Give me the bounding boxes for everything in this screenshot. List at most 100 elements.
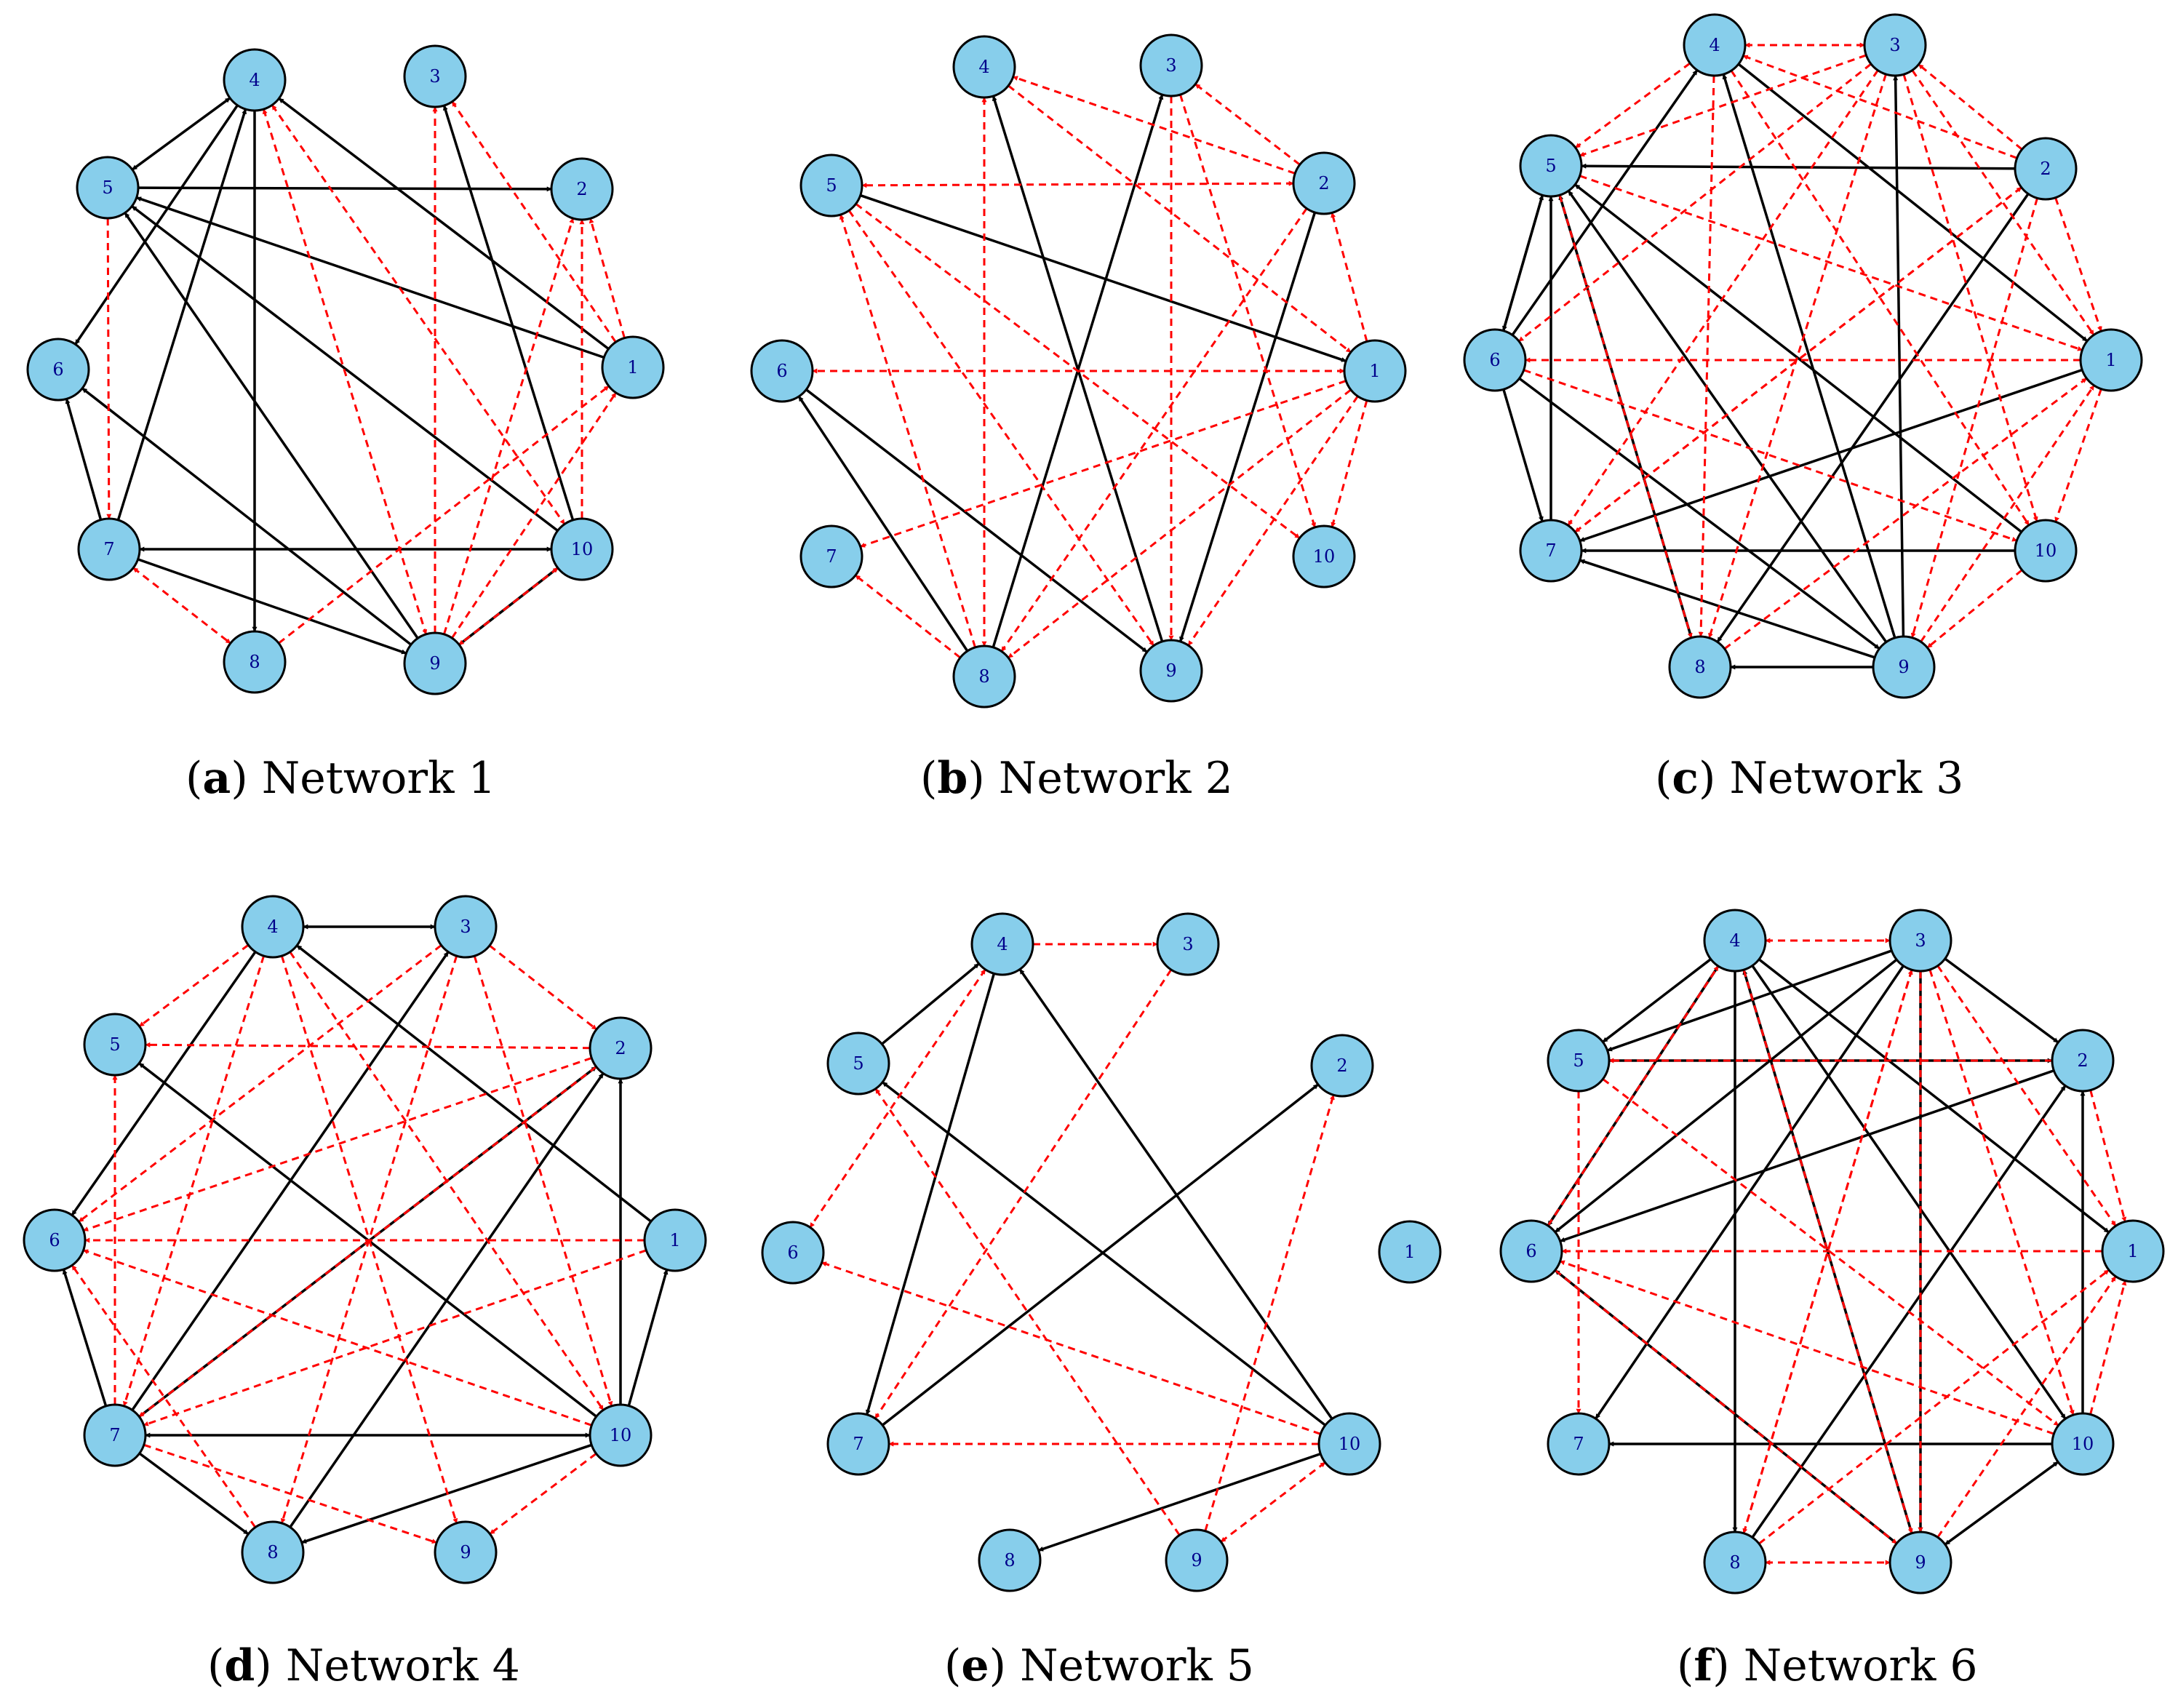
- node-label-8: 8: [267, 1542, 278, 1563]
- node-10: [550, 517, 614, 581]
- dashed-edge-5-10: [1602, 1078, 2059, 1426]
- node-label-2: 2: [615, 1038, 626, 1058]
- node-label-8: 8: [978, 666, 989, 687]
- dashed-edge-4-5: [138, 943, 250, 1028]
- node-2: [2051, 1029, 2115, 1093]
- node-label-8: 8: [1004, 1550, 1015, 1571]
- node-label-10: 10: [2072, 1434, 2094, 1454]
- dashed-edge-2-4: [1013, 76, 1296, 175]
- node-3: [1888, 909, 1952, 973]
- node-10: [1292, 524, 1356, 588]
- dashed-edge-9-1: [1920, 384, 2095, 643]
- node-label-9: 9: [1898, 657, 1909, 677]
- node-label-10: 10: [571, 539, 594, 559]
- dashed-edge-1-7: [860, 380, 1347, 548]
- node-label-6: 6: [787, 1242, 798, 1263]
- solid-edge-3-5: [1606, 949, 1892, 1052]
- node-label-1: 1: [669, 1230, 680, 1250]
- dashed-edge-4-6: [809, 968, 986, 1229]
- solid-edge-4-10: [1751, 965, 2067, 1420]
- node-label-6: 6: [49, 1230, 60, 1250]
- node-8: [952, 645, 1016, 709]
- node-6: [26, 338, 90, 402]
- solid-edge-5-1: [860, 193, 1347, 363]
- solid-edge-9-7: [1579, 559, 1875, 659]
- node-label-1: 1: [1369, 361, 1380, 381]
- dashed-edge-10-6: [83, 1249, 592, 1426]
- dashed-edge-1-10: [2054, 388, 2102, 522]
- node-label-7: 7: [103, 539, 114, 559]
- node-1: [601, 335, 665, 399]
- dashed-edge-4-8: [1698, 75, 1715, 637]
- solid-edge-9-3: [1893, 75, 1905, 637]
- dashed-edge-3-6: [1518, 63, 1872, 343]
- dashed-edge-8-6: [71, 1264, 257, 1528]
- solid-edge-8-6: [797, 396, 969, 652]
- caption-b: (b) Network 2: [920, 753, 1233, 804]
- node-5: [1547, 1029, 1611, 1093]
- solid-edge-5-4: [131, 97, 231, 171]
- dashed-edge-1-3: [451, 100, 617, 343]
- dashed-edge-2-3: [1194, 83, 1301, 166]
- solid-edge-5-4: [881, 962, 980, 1045]
- node-label-3: 3: [1182, 934, 1193, 954]
- node-6: [1499, 1219, 1563, 1283]
- dashed-edge-3-1: [1911, 69, 2095, 336]
- solid-edge-2-6: [1560, 1069, 2054, 1242]
- node-7: [1547, 1412, 1611, 1476]
- node-2: [2014, 137, 2078, 201]
- dashed-edge-9-10: [1220, 1461, 1326, 1543]
- node-label-10: 10: [1313, 546, 1336, 567]
- node-label-4: 4: [1729, 930, 1740, 951]
- node-label-4: 4: [267, 917, 278, 937]
- node-9: [1872, 635, 1936, 699]
- dashed-edge-5-1: [1579, 175, 2083, 351]
- dashed-edge-1-7: [143, 1249, 647, 1426]
- dashed-edge-10-6: [821, 1261, 1321, 1435]
- node-label-5: 5: [1545, 156, 1556, 176]
- dashed-edge-3-10: [1902, 73, 2038, 522]
- node-label-3: 3: [460, 917, 471, 937]
- node-9: [1165, 1528, 1229, 1592]
- node-label-10: 10: [1339, 1434, 1361, 1454]
- solid-edge-9-6: [81, 387, 412, 646]
- dashed-edge-10-9: [1926, 569, 2023, 649]
- dashed-edge-8-7: [855, 574, 961, 659]
- node-label-5: 5: [826, 175, 837, 196]
- caption-f: (f) Network 6: [1677, 1640, 1978, 1691]
- solid-edge-1-4: [296, 944, 652, 1223]
- solid-edge-4-5: [1602, 958, 1712, 1043]
- node-label-2: 2: [2040, 159, 2051, 179]
- node-label-5: 5: [109, 1034, 120, 1055]
- node-label-9: 9: [460, 1542, 471, 1563]
- solid-edge-7-2: [882, 1083, 1319, 1426]
- node-10: [1317, 1412, 1381, 1476]
- node-8: [978, 1528, 1042, 1592]
- dashed-edge-1-9: [1187, 395, 1359, 647]
- node-label-2: 2: [1318, 173, 1329, 193]
- node-label-2: 2: [2077, 1050, 2088, 1071]
- dashed-edge-2-9: [1910, 197, 2038, 639]
- node-2: [1310, 1034, 1374, 1098]
- dashed-edge-8-1: [1723, 377, 2088, 650]
- node-6: [23, 1208, 87, 1272]
- node-label-6: 6: [1489, 350, 1500, 370]
- caption-d: (d) Network 4: [207, 1640, 520, 1691]
- node-3: [1156, 912, 1220, 976]
- node-label-10: 10: [610, 1425, 632, 1445]
- dashed-edge-3-8: [1708, 73, 1887, 639]
- node-4: [952, 35, 1016, 99]
- node-7: [83, 1403, 147, 1467]
- node-label-7: 7: [853, 1434, 863, 1454]
- node-label-5: 5: [102, 177, 113, 198]
- node-label-4: 4: [1709, 35, 1720, 55]
- dashed-edge-3-1: [1936, 965, 2117, 1227]
- dashed-edge-3-10: [1928, 969, 2075, 1416]
- dashed-edge-10-1: [2089, 1280, 2127, 1415]
- solid-edge-5-6: [1501, 194, 1544, 332]
- solid-edge-2-9: [1178, 212, 1317, 642]
- node-3: [1139, 33, 1203, 97]
- dashed-edge-2-7: [138, 1066, 597, 1418]
